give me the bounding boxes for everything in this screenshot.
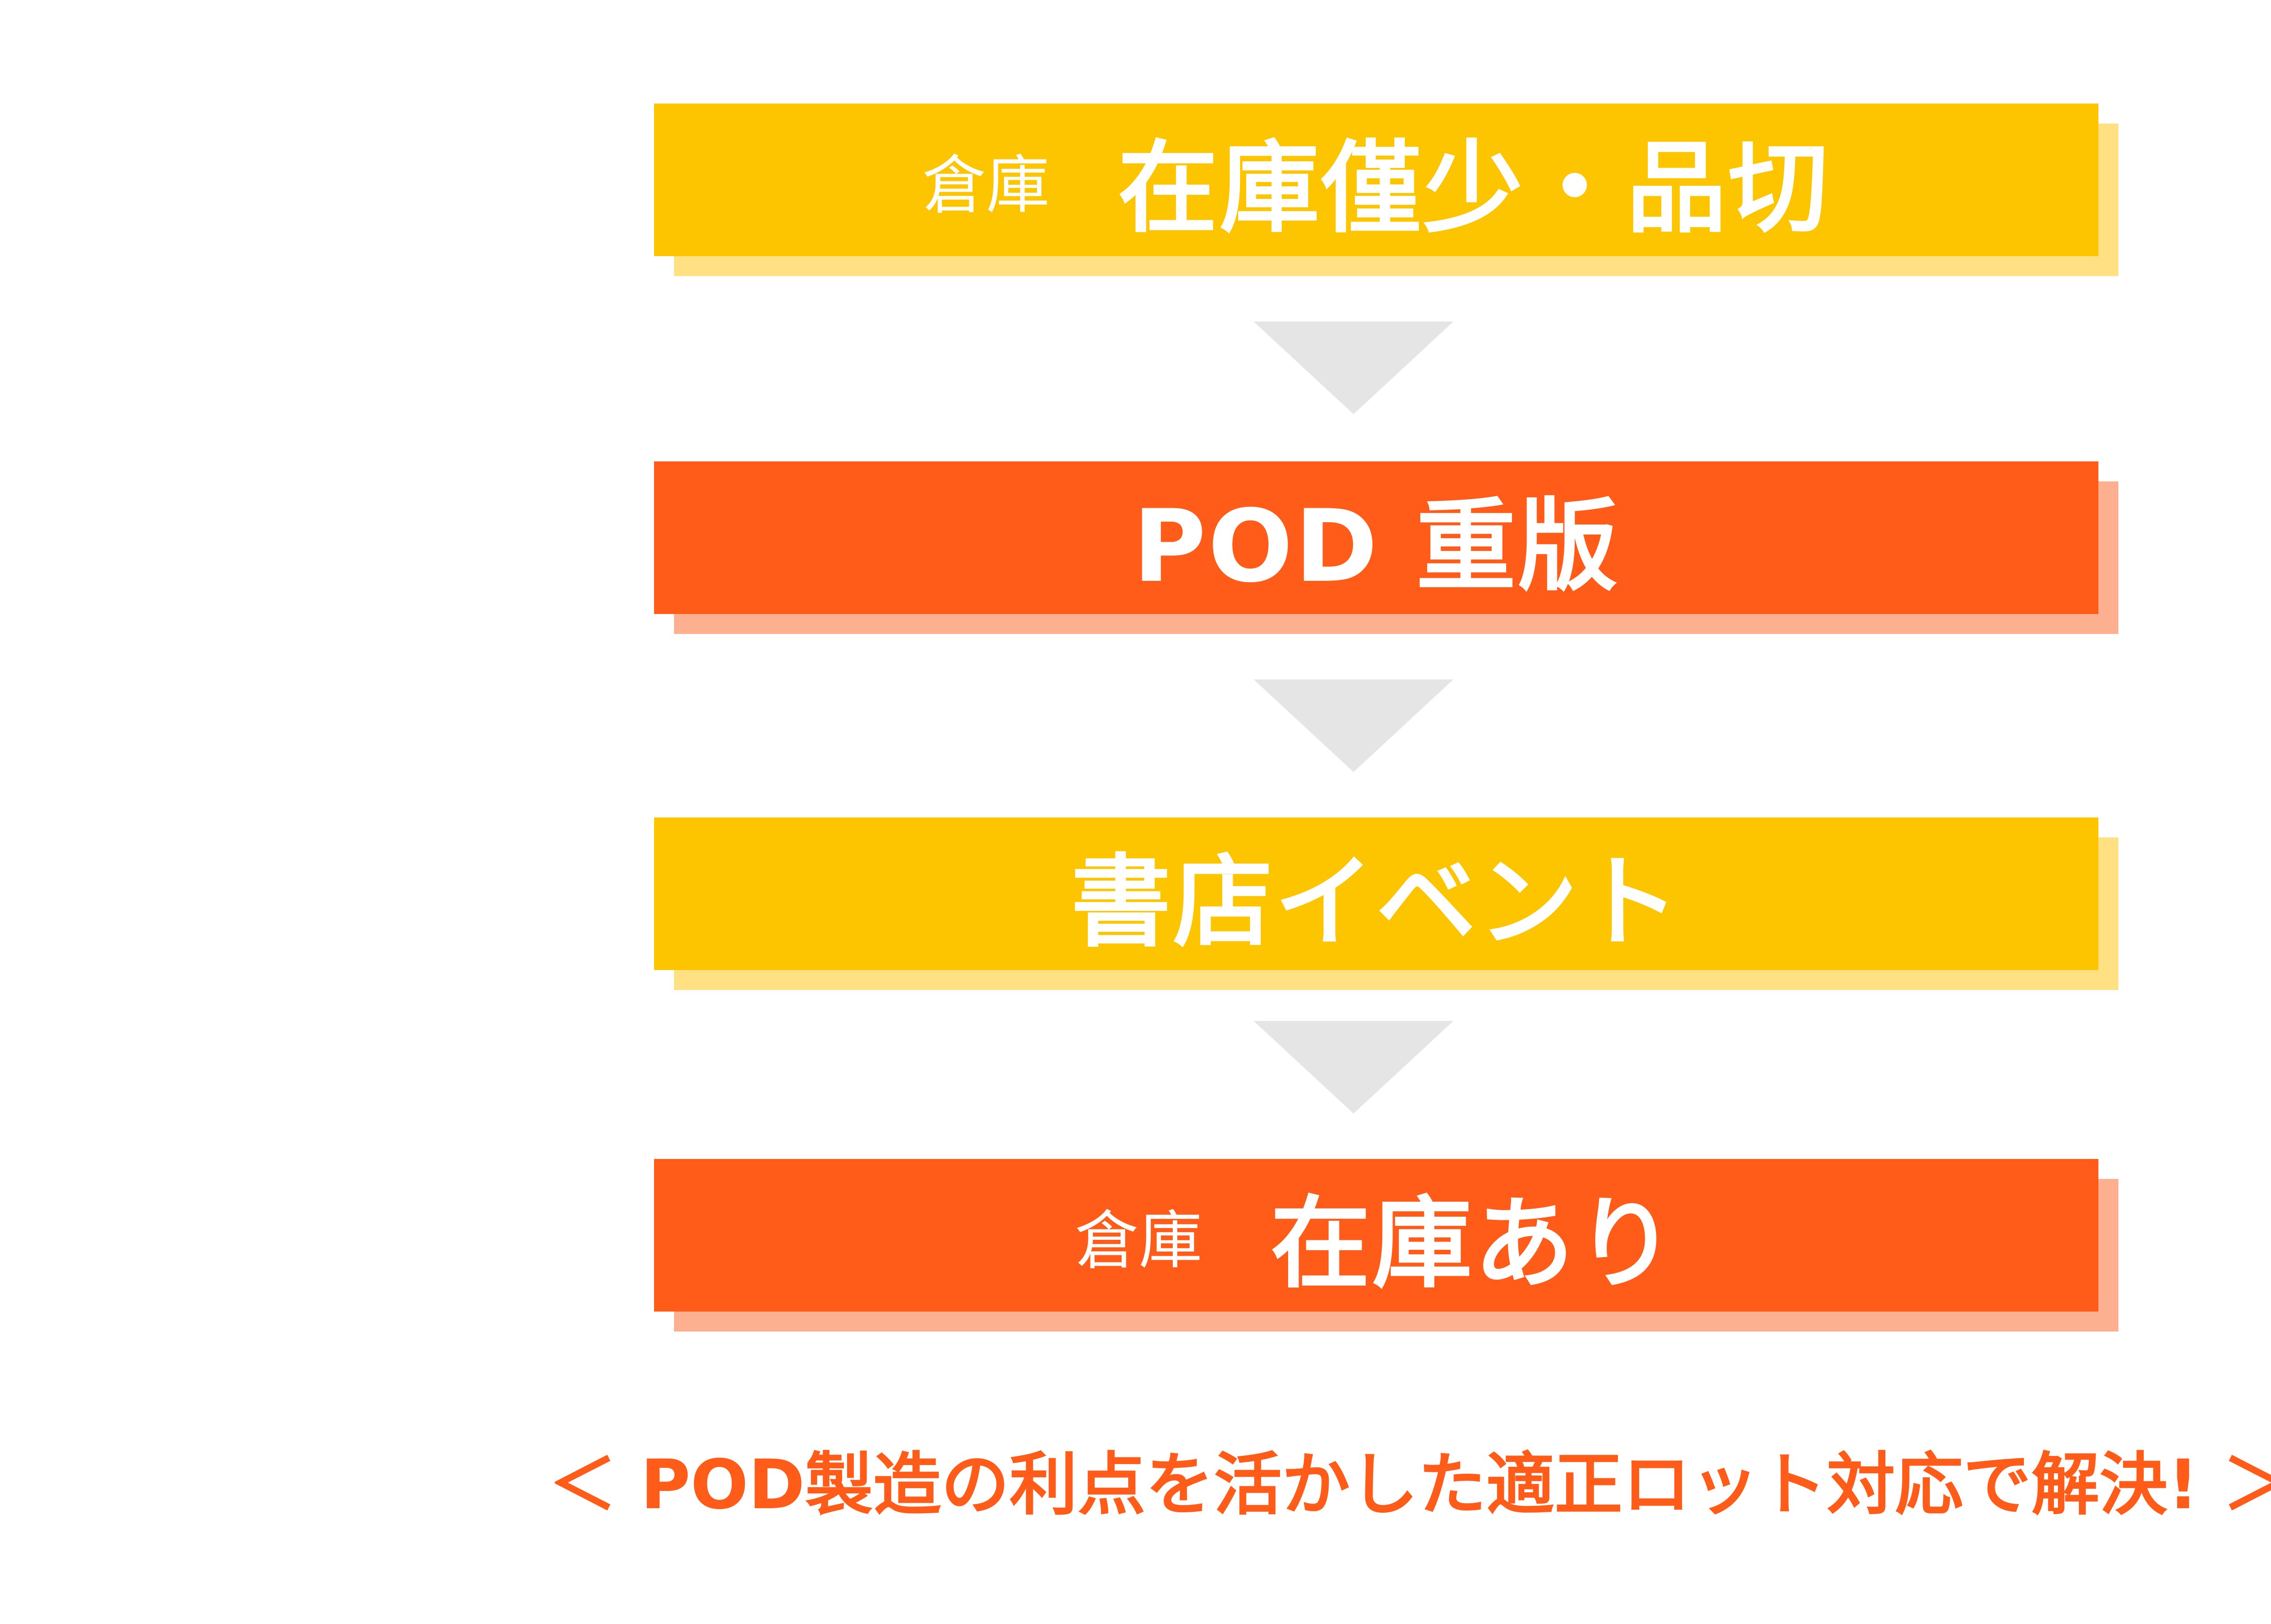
step-label: 在庫あり: [1270, 1186, 1678, 1302]
step-box: 倉庫 在庫僅少・品切: [654, 104, 2098, 256]
step-box: POD 重版: [654, 461, 2098, 614]
step-stock-low: 倉庫 在庫僅少・品切: [654, 104, 2118, 276]
step-label: 書店イベント: [1071, 844, 1681, 961]
step-pod-reprint: POD 重版: [654, 461, 2118, 634]
step-in-stock: 倉庫 在庫あり: [654, 1159, 2118, 1332]
down-arrow-icon: [1254, 1021, 1453, 1114]
down-arrow-icon: [1254, 679, 1453, 772]
conclusion-text: ＜ POD製造の利点を活かした適正ロット対応で解決! ＞: [549, 1446, 2271, 1525]
step-box: 書店イベント: [654, 817, 2098, 970]
down-arrow-icon: [1254, 322, 1453, 414]
step-label: 在庫僅少・品切: [1118, 130, 1830, 247]
step-box: 倉庫 在庫あり: [654, 1159, 2098, 1312]
step-label: POD 重版: [1133, 488, 1620, 604]
step-bookstore-event: 書店イベント: [654, 817, 2118, 990]
step-prefix: 倉庫: [922, 149, 1050, 223]
step-prefix: 倉庫: [1075, 1204, 1202, 1278]
